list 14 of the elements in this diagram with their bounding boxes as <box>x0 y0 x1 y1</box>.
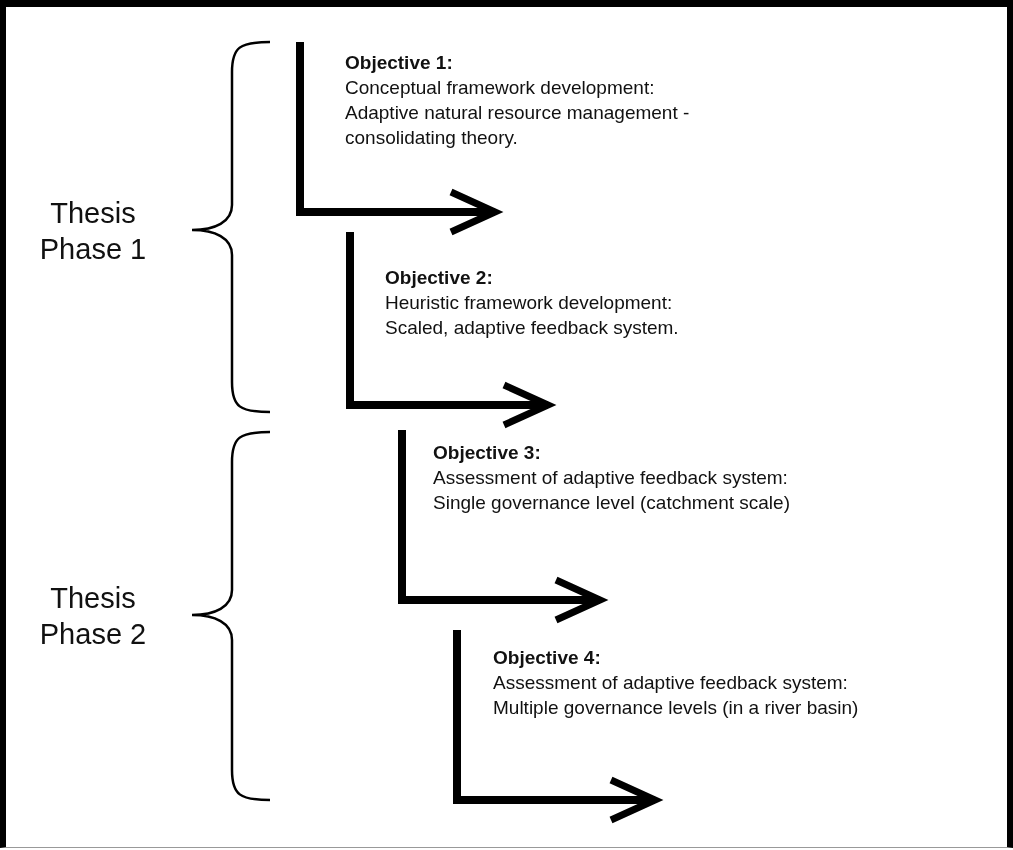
objective-description: Single governance level (catchment scale) <box>433 491 790 515</box>
objective-description: Assessment of adaptive feedback system: <box>433 466 788 490</box>
objective-heading: Objective 2: <box>385 266 493 290</box>
objective-description: Conceptual framework development: <box>345 76 655 100</box>
objective-description: Scaled, adaptive feedback system. <box>385 316 679 340</box>
objective-description: Adaptive natural resource management - consolidating theory. <box>345 101 691 150</box>
phase-label: Thesis Phase 1 <box>38 196 148 267</box>
phase-label: Thesis Phase 2 <box>38 581 148 652</box>
objective-description: Heuristic framework development: <box>385 291 673 315</box>
objective-heading: Objective 3: <box>433 441 541 465</box>
objective-heading: Objective 1: <box>345 51 453 75</box>
objective-description: Assessment of adaptive feedback system: <box>493 671 848 695</box>
objective-description: Multiple governance levels (in a river basin) <box>493 696 859 720</box>
objective-heading: Objective 4: <box>493 646 601 670</box>
